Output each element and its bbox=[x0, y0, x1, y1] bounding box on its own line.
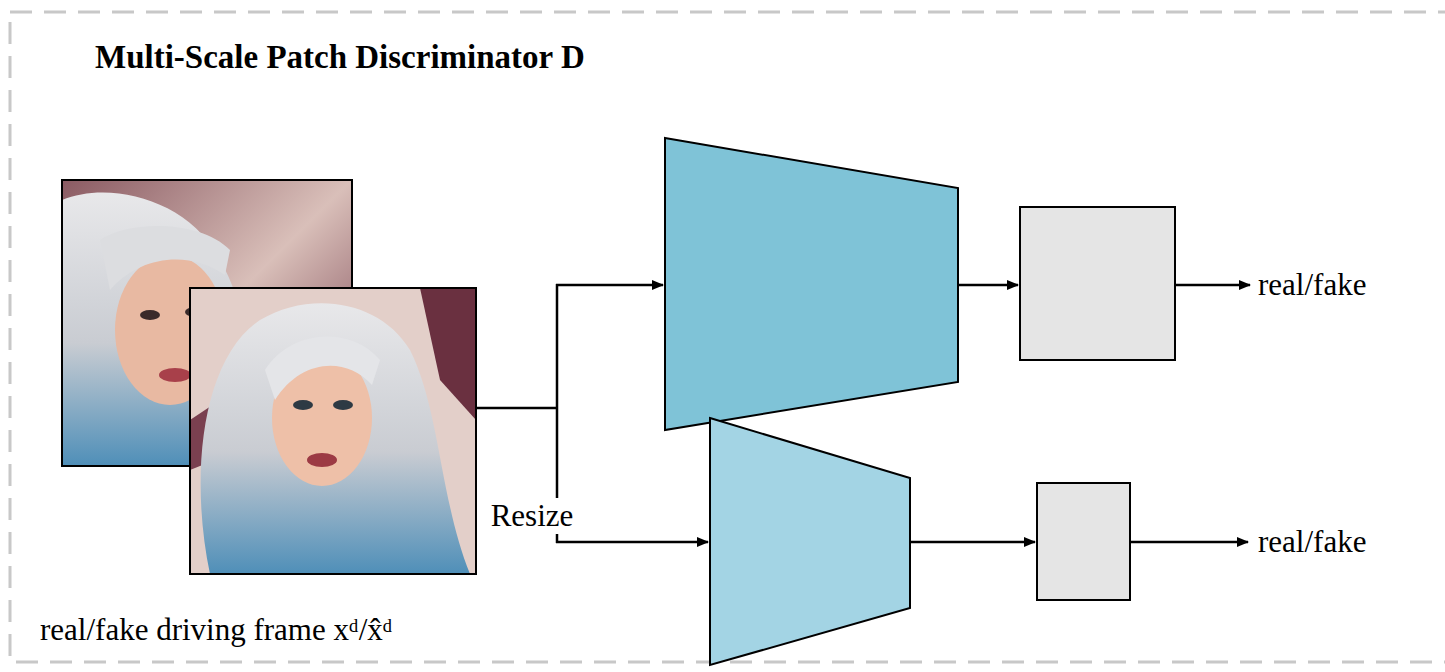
output-label: real/fake bbox=[1258, 267, 1366, 303]
resize-label: Resize bbox=[488, 498, 577, 534]
output-label: real/fake bbox=[1258, 524, 1366, 560]
face-image-front bbox=[190, 288, 476, 574]
encoder-trapezoid bbox=[710, 418, 910, 665]
head-box bbox=[1020, 207, 1175, 360]
diagram-title: Multi-Scale Patch Discriminator D bbox=[95, 39, 585, 77]
head-box bbox=[1037, 483, 1130, 600]
encoder-trapezoid bbox=[665, 138, 958, 430]
input-caption: real/fake driving frame xᵈ/x̂ᵈ bbox=[40, 612, 392, 648]
